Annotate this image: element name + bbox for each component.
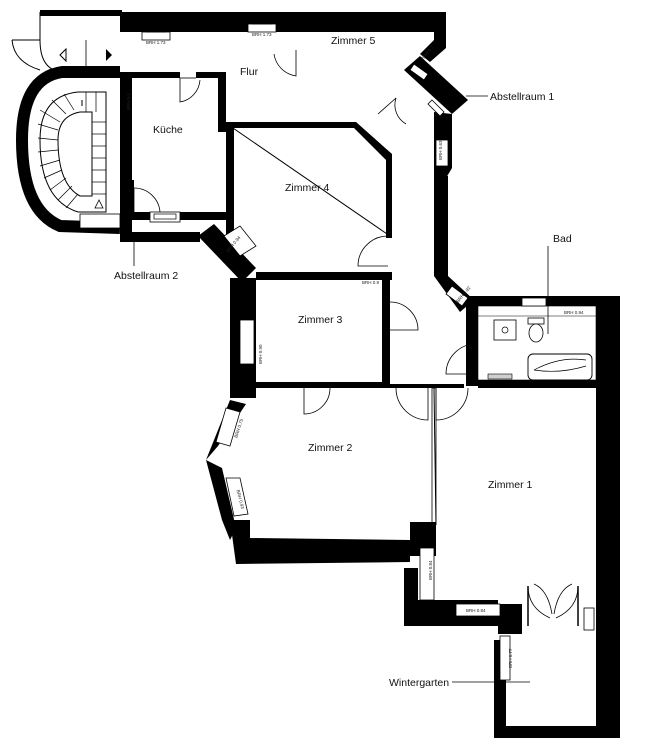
room-label-zimmer-4: Zimmer 4 (285, 182, 329, 194)
room-label-zimmer-2: Zimmer 2 (308, 442, 352, 454)
windows (141, 13, 595, 681)
window-note: BRH 0.9 (362, 280, 380, 285)
doors (133, 50, 579, 626)
bath-fixtures (477, 297, 597, 381)
window-notes: BRH 1.73 BRH 1.73 BRH 0.63 BRH 0.94 BRH … (126, 32, 584, 668)
staircase (11, 11, 121, 234)
room-label-kueche: Küche (153, 124, 183, 136)
window-note: BRH 0.63 (438, 140, 443, 160)
room-labels: Flur Zimmer 5 Küche Zimmer 4 Zimmer 3 Zi… (114, 35, 572, 689)
window-note: BRH 0.1 (126, 92, 131, 110)
room-label-zimmer-1: Zimmer 1 (488, 479, 532, 491)
window-note: BRH 0.93 (236, 489, 246, 510)
window-note: BRH 1.73 (146, 40, 166, 45)
leader-lines (133, 95, 549, 683)
room-label-wintergarten: Wintergarten (389, 677, 449, 689)
room-label-zimmer-3: Zimmer 3 (298, 314, 342, 326)
window-note: BRH 0.90 (258, 344, 263, 364)
room-label-zimmer-5: Zimmer 5 (331, 35, 375, 47)
window-note: BRH 0.77 (508, 648, 513, 668)
room-label-bad: Bad (553, 233, 572, 245)
window-note: BRH 0.84 (428, 560, 433, 580)
room-label-abstellraum-1: Abstellraum 1 (490, 91, 554, 103)
room-label-flur: Flur (240, 66, 259, 78)
window-note: BRH 0.94 (564, 310, 584, 315)
window-note: BRH 0.75 (233, 418, 244, 439)
room-label-abstellraum-2: Abstellraum 2 (114, 270, 178, 282)
window-note: BRH 0.84 (466, 608, 486, 613)
window-note: BRH 1.73 (252, 32, 272, 37)
